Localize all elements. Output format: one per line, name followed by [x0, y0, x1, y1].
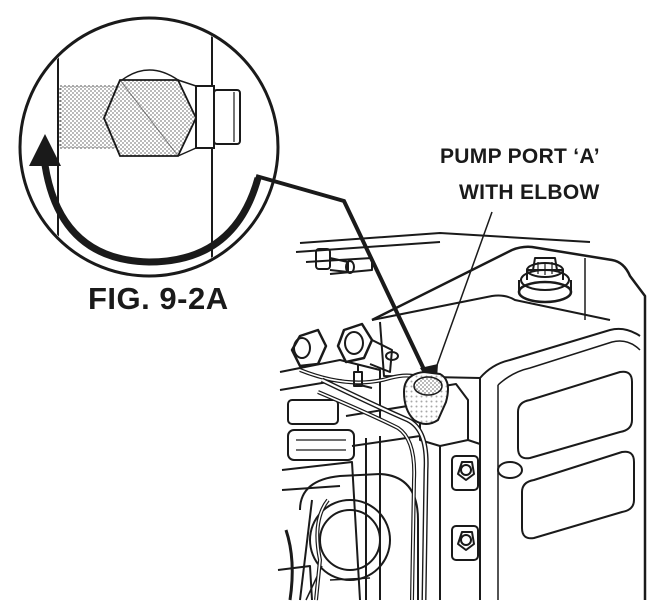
- callout-label-line-1: PUMP PORT ‘A’: [440, 145, 600, 168]
- machine-assembly: [277, 232, 647, 601]
- magnifier-detail: [18, 16, 280, 278]
- callout-label-line-2: WITH ELBOW: [459, 181, 600, 204]
- figure-label: FIG. 9-2A: [88, 281, 229, 316]
- callout-leader-lines: [255, 174, 493, 394]
- pump-port-elbow-highlight: [402, 370, 449, 425]
